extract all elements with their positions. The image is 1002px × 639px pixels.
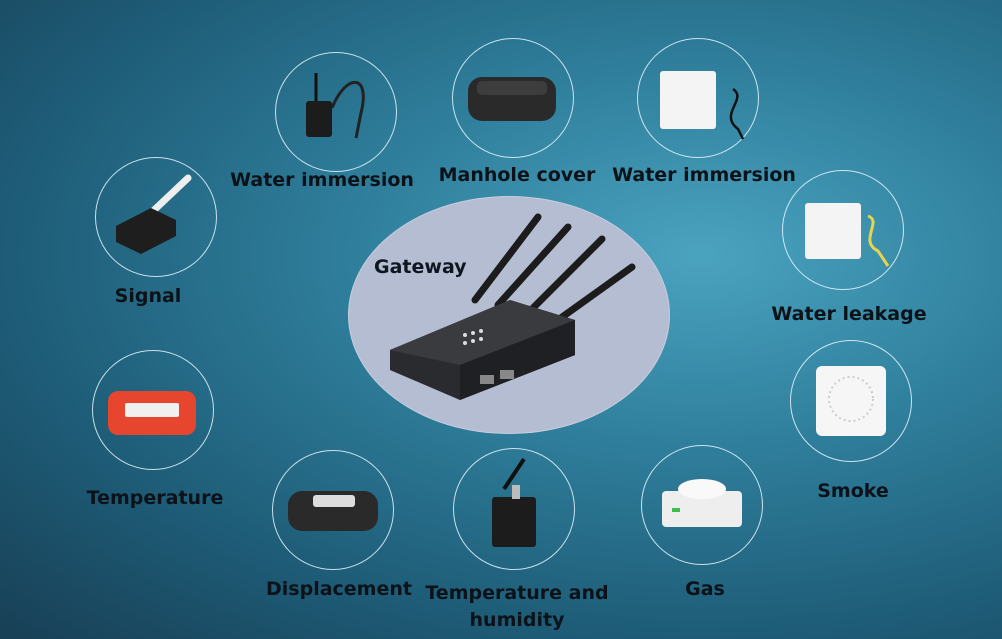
- smoke-label: Smoke: [817, 480, 889, 502]
- smoke-detector-icon: [816, 366, 886, 436]
- water-immersion-2-label: Water immersion: [612, 164, 796, 186]
- water-immersion-2-circle: [637, 38, 759, 158]
- water-immersion-1-label: Water immersion: [230, 169, 414, 191]
- water-leakage-label: Water leakage: [771, 303, 927, 325]
- manhole-cover-sensor-icon: [468, 77, 556, 121]
- signal-label: Signal: [114, 285, 182, 307]
- temperature-label: Temperature: [86, 487, 224, 509]
- signal-circle: [95, 157, 217, 277]
- water-leakage-sensor-icon: [805, 203, 890, 267]
- temperature-circle: [92, 350, 214, 470]
- gas-circle: [641, 445, 763, 565]
- displacement-circle: [272, 450, 394, 570]
- temp-humidity-sensor-icon: [492, 457, 536, 547]
- gateway-label: Gateway: [374, 256, 467, 278]
- temp-humidity-label: Temperature and humidity: [425, 582, 609, 631]
- temperature-sensor-icon: [108, 391, 196, 435]
- gas-detector-icon: [662, 479, 742, 527]
- gas-label: Gas: [685, 578, 725, 600]
- smoke-circle: [790, 340, 912, 462]
- gateway-device-image: [390, 213, 636, 400]
- water-immersion-sensor-icon: [660, 71, 745, 140]
- water-immersion-1-circle: [275, 52, 397, 172]
- temp-humidity-circle: [453, 448, 575, 570]
- manhole-cover-circle: [452, 38, 574, 158]
- displacement-sensor-icon: [288, 491, 378, 531]
- manhole-cover-label: Manhole cover: [438, 164, 596, 186]
- signal-sensor-icon: [116, 174, 192, 254]
- displacement-label: Displacement: [266, 578, 412, 600]
- water-immersion-probe-icon: [306, 73, 365, 139]
- water-leakage-circle: [782, 170, 904, 290]
